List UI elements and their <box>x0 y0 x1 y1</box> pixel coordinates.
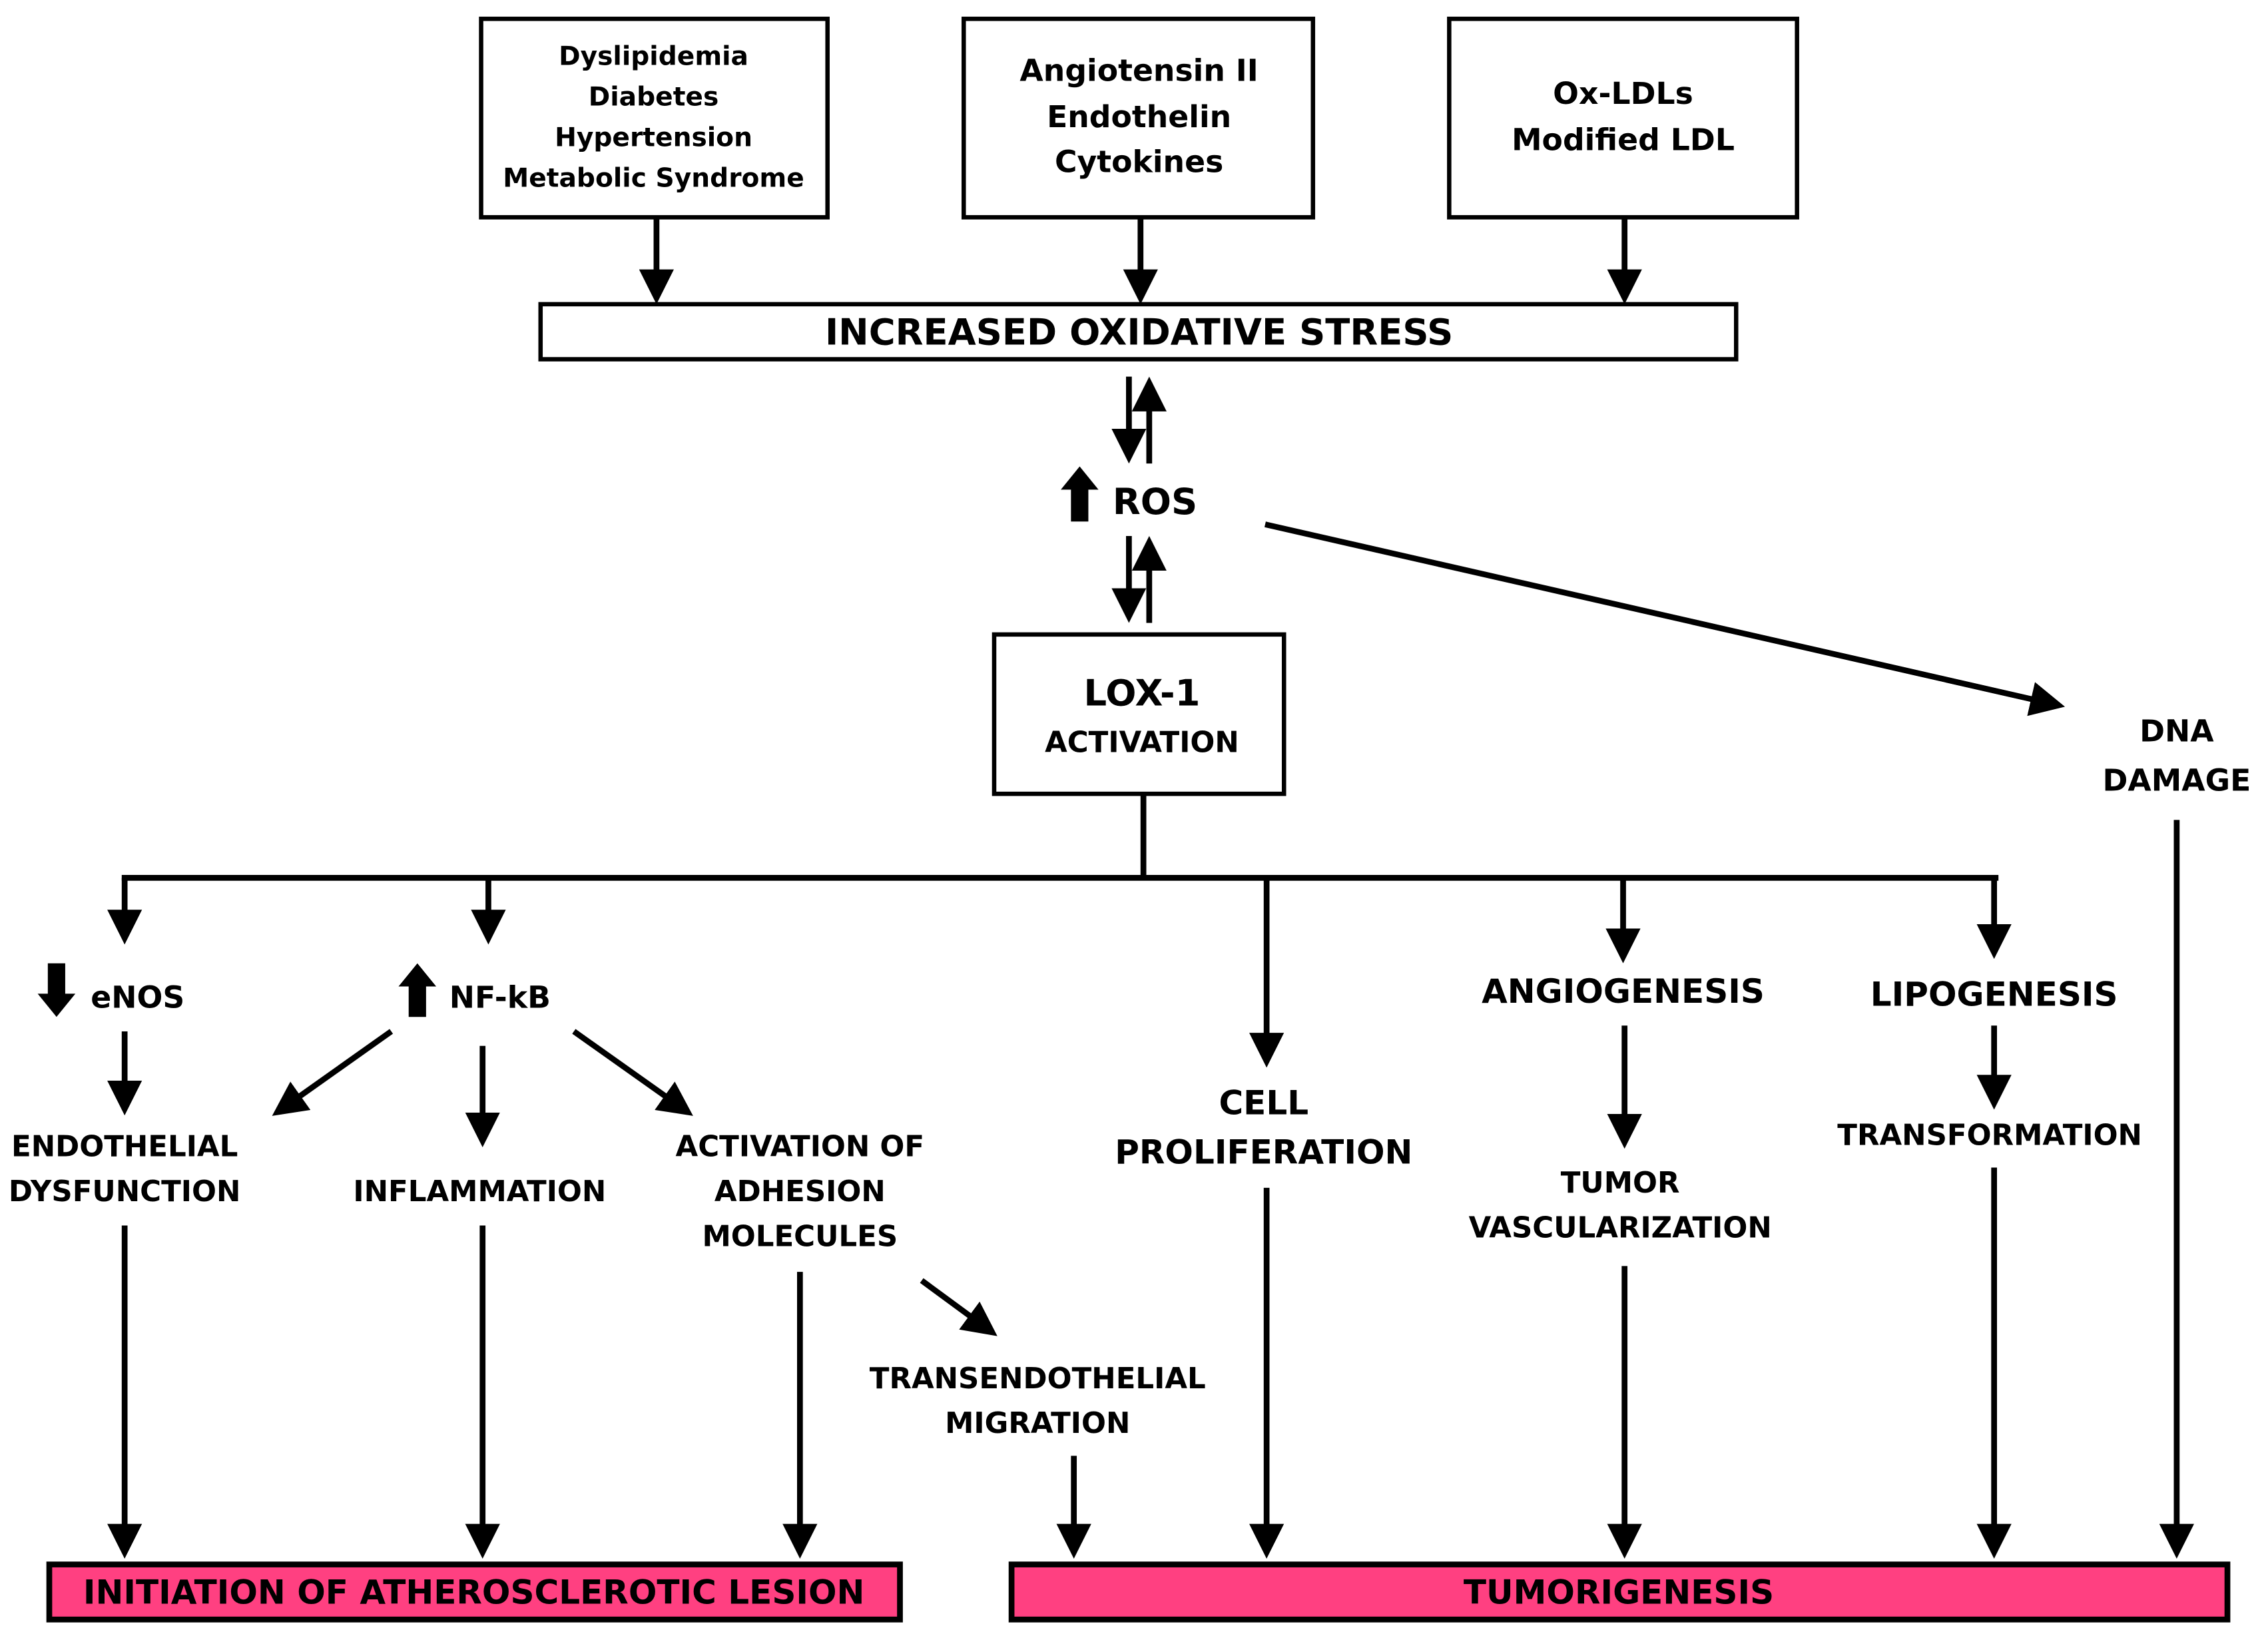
proliferation-label: CELL <box>1219 1083 1308 1122</box>
migration-label: MIGRATION <box>945 1407 1130 1440</box>
mediators-box: Angiotensin II Endothelin Cytokines <box>962 17 1316 220</box>
angiogenesis-label: ANGIOGENESIS <box>1482 972 1765 1011</box>
atherosclerosis-label: INITIATION OF ATHEROSCLEROTIC LESION <box>83 1573 865 1612</box>
tumorigenesis-label: TUMORIGENESIS <box>1464 1573 1774 1612</box>
adhesion-label: MOLECULES <box>702 1221 898 1254</box>
lipids-box: Ox-LDLs Modified LDL <box>1447 17 1799 220</box>
ros-label: ROS <box>1113 481 1197 523</box>
risk-factor: Dyslipidemia <box>559 42 748 72</box>
proliferation-label: PROLIFERATION <box>1115 1133 1412 1171</box>
up-arrow-icon <box>398 963 437 1017</box>
vascularization-label: VASCULARIZATION <box>1469 1212 1772 1245</box>
adhesion-label: ACTIVATION OF <box>676 1131 925 1164</box>
oxidative-stress-box: INCREASED OXIDATIVE STRESS <box>538 302 1739 362</box>
up-arrow-icon <box>1061 466 1099 522</box>
adhesion-label: ADHESION <box>714 1175 886 1209</box>
risk-factor: Diabetes <box>589 82 719 112</box>
lipid: Ox-LDLs <box>1553 76 1693 111</box>
inflammation-label: INFLAMMATION <box>353 1175 606 1209</box>
nfkb-label: NF-kB <box>449 980 551 1015</box>
dna-damage-label: DAMAGE <box>2102 762 2251 798</box>
enos-label: eNOS <box>91 980 184 1015</box>
down-arrow-icon <box>37 963 76 1017</box>
lox1-subtitle: ACTIVATION <box>1045 726 1239 760</box>
vascularization-label: TUMOR <box>1561 1167 1680 1200</box>
lox1-title: LOX-1 <box>1084 672 1201 714</box>
tumorigenesis-box: TUMORIGENESIS <box>1008 1561 2231 1623</box>
risk-factors-box: Dyslipidemia Diabetes Hypertension Metab… <box>479 17 830 220</box>
mediator: Cytokines <box>1055 144 1223 179</box>
endothelial-dysfunction-label: DYSFUNCTION <box>9 1175 240 1209</box>
risk-factor: Metabolic Syndrome <box>503 163 804 193</box>
mediator: Endothelin <box>1047 99 1231 135</box>
oxidative-stress-label: INCREASED OXIDATIVE STRESS <box>825 312 1453 354</box>
dna-damage-label: DNA <box>2139 713 2214 748</box>
risk-factor: Hypertension <box>555 123 752 152</box>
atherosclerosis-box: INITIATION OF ATHEROSCLEROTIC LESION <box>46 1561 903 1623</box>
lox1-box: LOX-1 ACTIVATION <box>992 632 1286 796</box>
arrows <box>107 217 2195 1559</box>
mediator: Angiotensin II <box>1019 53 1258 88</box>
lipogenesis-label: LIPOGENESIS <box>1870 975 2118 1013</box>
transformation-label: TRANSFORMATION <box>1837 1119 2142 1152</box>
lipid: Modified LDL <box>1512 123 1735 158</box>
migration-label: TRANSENDOTHELIAL <box>870 1362 1206 1396</box>
endothelial-dysfunction-label: ENDOTHELIAL <box>11 1131 238 1164</box>
